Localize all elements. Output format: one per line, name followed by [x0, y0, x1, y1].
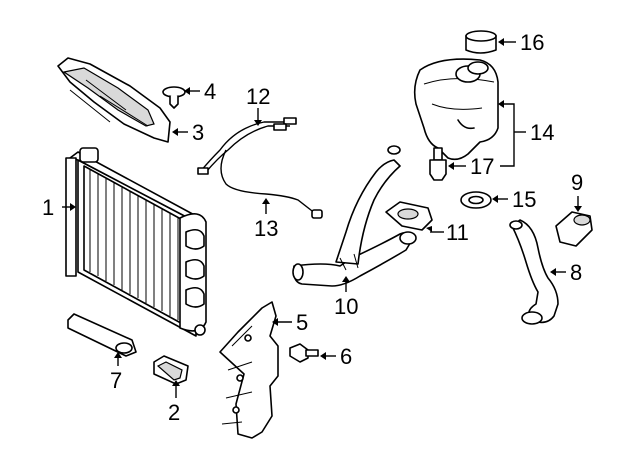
hose-elbow-part-9	[555, 211, 593, 247]
callout-6: 6	[340, 344, 352, 369]
callout-13: 13	[254, 216, 278, 241]
seal-strip-part-7	[67, 313, 137, 357]
callout-5: 5	[296, 310, 308, 335]
callout-15: 15	[512, 187, 536, 212]
callout-14: 14	[530, 120, 554, 145]
leader-lines	[62, 38, 582, 398]
sensor-part-6	[289, 343, 319, 363]
push-pin-part-4	[162, 86, 186, 109]
connector-part-11	[385, 201, 433, 231]
cap-part-16	[465, 30, 497, 54]
callout-1: 1	[42, 195, 54, 220]
gasket-part-15	[460, 191, 492, 209]
lower-hose-part-8	[509, 219, 559, 325]
callout-7: 7	[110, 368, 122, 393]
callout-2: 2	[168, 400, 180, 425]
callout-labels: 1 2 3 4 5 6 7 8 9 10 11 12 13 14 15 16 1…	[42, 30, 583, 425]
bracket-part-2	[153, 355, 189, 385]
callout-17: 17	[470, 154, 494, 179]
callout-10: 10	[334, 294, 358, 319]
callout-4: 4	[204, 79, 216, 104]
level-sensor-part-17	[429, 147, 447, 181]
deflector-part-5	[219, 301, 279, 439]
upper-hose-part-10	[292, 145, 417, 287]
callout-12: 12	[246, 84, 270, 109]
callout-16: 16	[520, 30, 544, 55]
callout-11: 11	[446, 220, 469, 245]
upper-cover-part-3	[57, 57, 171, 143]
callout-3: 3	[192, 120, 204, 145]
expansion-tank-part-14	[413, 58, 499, 161]
bleed-hoses-part-12-13	[197, 117, 323, 219]
radiator-part-1	[65, 147, 207, 337]
callout-8: 8	[570, 260, 582, 285]
callout-9: 9	[571, 170, 583, 195]
